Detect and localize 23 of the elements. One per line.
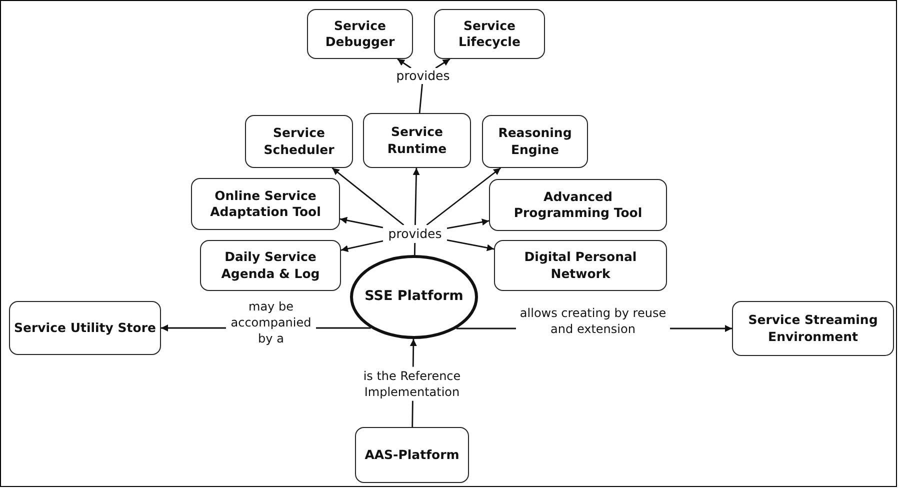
concept-box: Reasoning Engine xyxy=(482,115,588,168)
arrow xyxy=(435,58,450,69)
concept-box: Service Debugger xyxy=(307,9,413,59)
concept-box: Service Runtime xyxy=(363,113,471,168)
concept-box: Daily Service Agenda & Log xyxy=(200,240,341,291)
arrow xyxy=(397,58,412,69)
concept-box: AAS-Platform xyxy=(355,427,469,483)
arrow xyxy=(446,218,490,229)
concept-box: Service Streaming Environment xyxy=(732,301,894,356)
arrow xyxy=(446,239,494,252)
concept-box: Service Scheduler xyxy=(245,115,353,168)
arrow xyxy=(332,167,404,226)
concept-box: Advanced Programming Tool xyxy=(489,179,667,231)
concept-box: Service Utility Store xyxy=(9,301,161,355)
concept-box: Service Lifecycle xyxy=(434,9,545,59)
arrow xyxy=(412,168,420,226)
concept-box: Digital Personal Network xyxy=(494,240,667,291)
concept-box: Online Service Adaptation Tool xyxy=(191,178,340,230)
concept-ellipse: SSE Platform xyxy=(350,255,478,339)
arrow xyxy=(340,216,384,228)
arrow xyxy=(426,167,502,226)
linking-phrase: provides xyxy=(383,225,447,243)
arrow xyxy=(340,240,384,252)
